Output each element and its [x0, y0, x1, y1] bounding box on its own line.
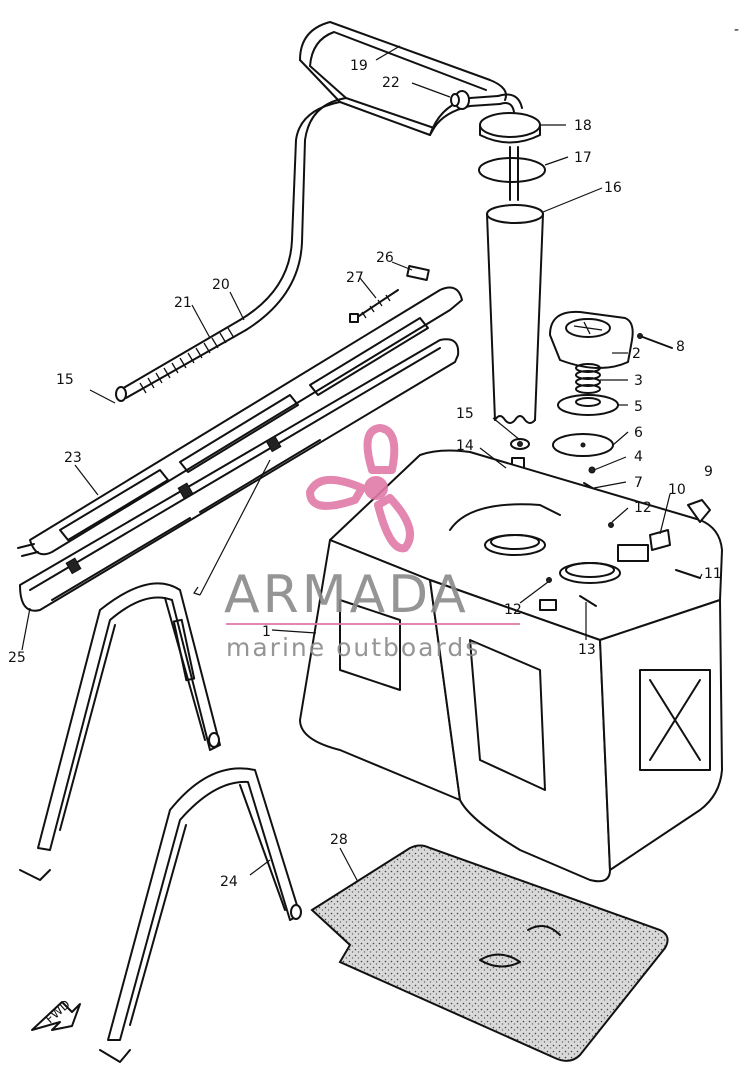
part-21-coil-spring: [115, 319, 247, 402]
part-11-pin: [675, 569, 701, 579]
callout-21: 21: [174, 295, 192, 311]
part-16-filter-tube: [486, 204, 544, 424]
callout-9: 9: [704, 464, 713, 480]
callout-19: 19: [350, 58, 368, 74]
part-28-base-mat: [310, 844, 669, 1062]
callout-27: 27: [346, 270, 364, 286]
callout-4: 4: [634, 449, 643, 465]
callout-labels: 19 22 18 17 16 26 27 20 21 15 2 8 3 5 15…: [8, 22, 739, 890]
direction-arrow-icon: FWD: [31, 997, 81, 1031]
part-5-gauge-plate: [557, 394, 619, 416]
armada-watermark: ARMADA marine outboards: [224, 424, 520, 662]
callout-16: 16: [604, 180, 622, 196]
callout-15-center: 15: [456, 406, 474, 422]
part-3-gauge-spring: [575, 363, 601, 394]
callout-17: 17: [574, 150, 592, 166]
part-22-hose-clamp: [429, 90, 501, 136]
part-18-filler-cap: [479, 93, 541, 201]
callout-5: 5: [634, 399, 643, 415]
callout-28: 28: [330, 832, 348, 848]
propeller-logo-icon: [306, 424, 414, 553]
part-24-frame-upper: [19, 582, 221, 881]
callout-22: 22: [382, 75, 400, 91]
part-23-rail: [17, 286, 463, 557]
callout-23: 23: [64, 450, 82, 466]
callout-20: 20: [212, 277, 230, 293]
callout-6: 6: [634, 425, 643, 441]
part-25-rail-with-pad: [19, 338, 460, 612]
callout-8: 8: [676, 339, 685, 355]
part-20-vent-hose: [239, 97, 347, 331]
part-1-fuel-tank: [299, 449, 723, 883]
corner-mark: -: [734, 22, 739, 38]
callout-12-lower: 12: [504, 602, 522, 618]
callout-1: 1: [262, 624, 271, 640]
part-2-gauge-housing: [549, 310, 634, 370]
part-12-screw-b: [546, 577, 552, 583]
callout-11: 11: [704, 566, 722, 582]
callout-10: 10: [668, 482, 686, 498]
callout-12-upper: 12: [634, 500, 652, 516]
part-9-bracket: [687, 499, 711, 523]
part-27-bolt: [349, 289, 399, 323]
part-24-frame-lower: [99, 767, 302, 1063]
part-19-handle-loop: [299, 21, 507, 136]
part-8-screw: [637, 333, 673, 349]
callout-18: 18: [574, 118, 592, 134]
watermark-brand: ARMADA: [224, 565, 469, 625]
callout-25: 25: [8, 650, 26, 666]
part-26-cap: [406, 265, 430, 281]
part-17-o-ring: [478, 157, 546, 183]
callout-13: 13: [578, 642, 596, 658]
callout-26: 26: [376, 250, 394, 266]
callout-3: 3: [634, 373, 643, 389]
part-13-clip: [579, 595, 597, 607]
watermark-tagline: marine outboards: [226, 633, 480, 662]
callout-leaders: [21, 45, 703, 883]
part-6-gasket: [552, 433, 614, 457]
callout-7: 7: [634, 475, 643, 491]
part-10-plate: [649, 529, 671, 551]
callout-15-left: 15: [56, 372, 74, 388]
callout-24: 24: [220, 874, 238, 890]
part-15-clip-center: [510, 438, 530, 450]
part-12-screw-a: [608, 522, 614, 528]
callout-2: 2: [632, 346, 641, 362]
callout-14: 14: [456, 438, 474, 454]
